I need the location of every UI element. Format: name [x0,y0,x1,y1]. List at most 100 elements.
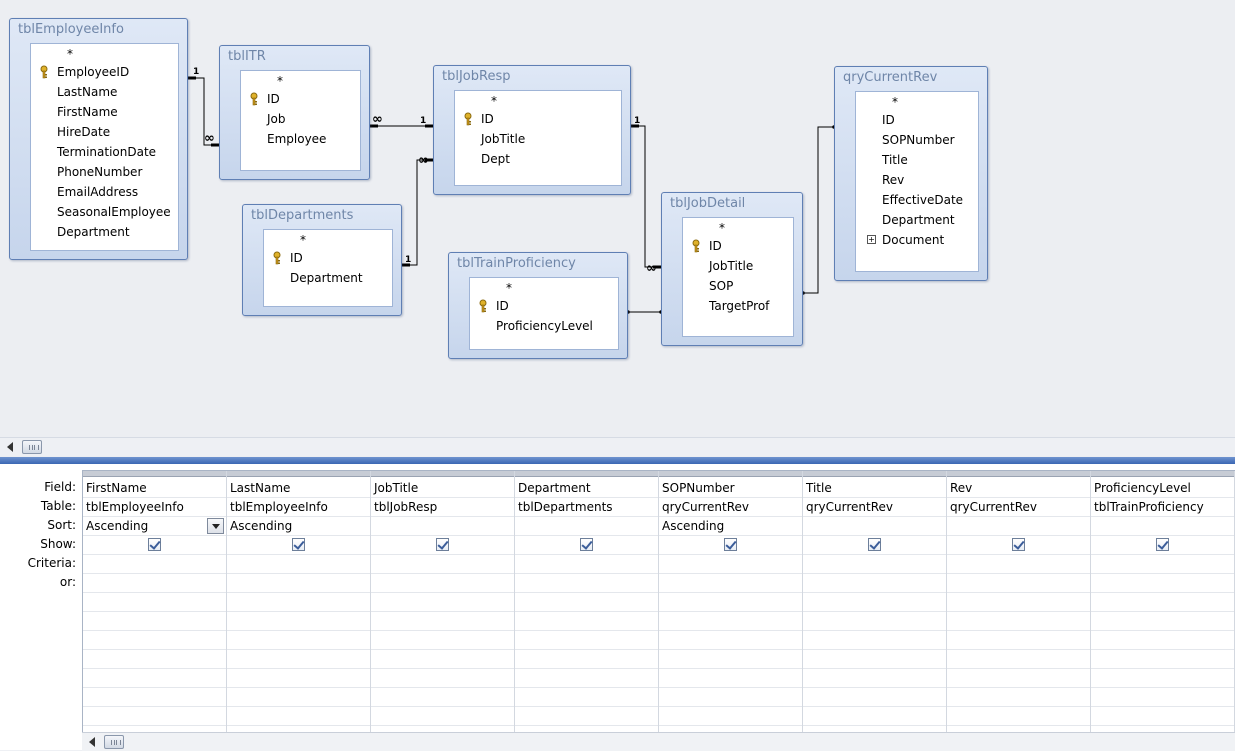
or-cell[interactable] [515,574,658,593]
field-cell[interactable]: JobTitle [371,479,514,498]
field-item[interactable]: +Document [856,230,978,250]
sort-cell[interactable] [1091,517,1234,536]
scroll-thumb[interactable] [104,735,124,749]
scroll-left-arrow-icon[interactable] [89,737,95,747]
empty-cell[interactable] [947,688,1090,707]
or-cell[interactable] [659,574,802,593]
empty-cell[interactable] [227,612,370,631]
pane-splitter[interactable] [0,457,1235,464]
table-cell[interactable]: qryCurrentRev [659,498,802,517]
field-item[interactable]: JobTitle [683,256,793,276]
empty-cell[interactable] [371,631,514,650]
field-cell[interactable]: Rev [947,479,1090,498]
show-cell[interactable] [227,536,370,555]
field-item[interactable]: TerminationDate [31,142,178,162]
column-selector[interactable] [371,471,514,477]
empty-cell[interactable] [803,669,946,688]
empty-cell[interactable] [83,650,226,669]
field-item[interactable]: Title [856,150,978,170]
empty-cell[interactable] [803,688,946,707]
empty-cell[interactable] [1091,650,1234,669]
empty-cell[interactable] [227,631,370,650]
empty-cell[interactable] [515,612,658,631]
empty-cell[interactable] [803,631,946,650]
field-item[interactable]: ID [470,296,618,316]
empty-cell[interactable] [371,650,514,669]
field-item[interactable]: Dept [455,149,621,169]
scroll-left-arrow-icon[interactable] [7,442,13,452]
or-cell[interactable] [83,574,226,593]
column-selector[interactable] [1091,471,1234,477]
criteria-cell[interactable] [947,555,1090,574]
empty-cell[interactable] [659,669,802,688]
show-cell[interactable] [947,536,1090,555]
empty-cell[interactable] [803,612,946,631]
table-title[interactable]: tblDepartments [251,208,354,223]
empty-cell[interactable] [371,593,514,612]
show-checkbox[interactable] [291,538,305,551]
field-cell[interactable]: ProficiencyLevel [1091,479,1234,498]
empty-cell[interactable] [659,688,802,707]
sort-cell[interactable] [515,517,658,536]
empty-cell[interactable] [947,631,1090,650]
field-item[interactable]: FirstName [31,102,178,122]
empty-cell[interactable] [1091,707,1234,726]
column-selector[interactable] [83,471,226,477]
field-item[interactable]: ID [856,110,978,130]
empty-cell[interactable] [1091,688,1234,707]
empty-cell[interactable] [659,631,802,650]
field-item[interactable]: Rev [856,170,978,190]
empty-cell[interactable] [227,707,370,726]
criteria-cell[interactable] [659,555,802,574]
empty-cell[interactable] [947,650,1090,669]
field-item[interactable]: ID [264,248,392,268]
empty-cell[interactable] [659,593,802,612]
field-item[interactable]: ProficiencyLevel [470,316,618,336]
field-item[interactable]: Department [264,268,392,288]
show-cell[interactable] [371,536,514,555]
empty-cell[interactable] [515,593,658,612]
empty-cell[interactable] [227,688,370,707]
empty-cell[interactable] [659,612,802,631]
sort-cell[interactable]: Ascending [83,517,226,536]
column-selector[interactable] [947,471,1090,477]
table-cell[interactable]: qryCurrentRev [803,498,946,517]
table-title[interactable]: tblITR [228,49,266,64]
empty-cell[interactable] [659,650,802,669]
empty-cell[interactable] [947,612,1090,631]
empty-cell[interactable] [1091,669,1234,688]
show-checkbox[interactable] [147,538,161,551]
table-cell[interactable]: tblTrainProficiency [1091,498,1234,517]
empty-cell[interactable] [947,593,1090,612]
sort-cell[interactable]: Ascending [227,517,370,536]
field-item[interactable]: ID [241,89,360,109]
table-title[interactable]: qryCurrentRev [843,70,938,85]
empty-cell[interactable] [83,631,226,650]
column-selector[interactable] [803,471,946,477]
empty-cell[interactable] [515,707,658,726]
scroll-thumb[interactable] [22,440,42,454]
table-title[interactable]: tblEmployeeInfo [18,22,124,37]
field-item[interactable]: EmployeeID [31,62,178,82]
table-title[interactable]: tblTrainProficiency [457,256,576,271]
criteria-cell[interactable] [227,555,370,574]
field-item[interactable]: Job [241,109,360,129]
field-item[interactable]: Department [31,222,178,242]
empty-cell[interactable] [1091,612,1234,631]
